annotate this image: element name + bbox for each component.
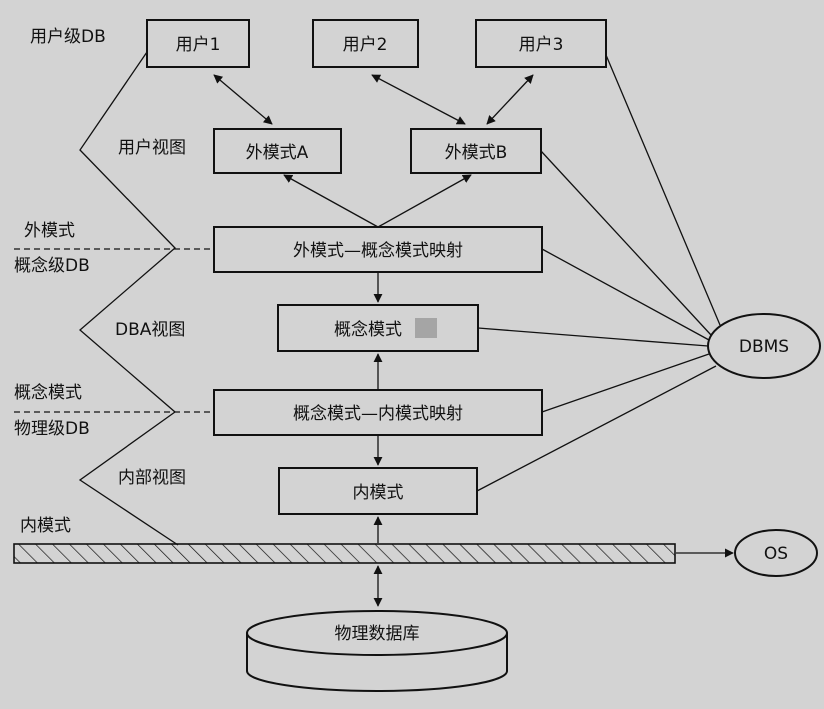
line-map2-dbms bbox=[541, 353, 710, 413]
level-boundary-zigzag bbox=[78, 51, 179, 546]
dba-view-label: DBA视图 bbox=[115, 320, 185, 340]
internal-view-label: 内部视图 bbox=[118, 468, 186, 488]
conceptual-schema-label: 概念模式 bbox=[334, 319, 402, 340]
external-schema-a-label: 外模式A bbox=[246, 143, 309, 163]
external-schema-b-box: 外模式B bbox=[410, 128, 542, 174]
external-schema-label: 外模式 bbox=[24, 221, 75, 241]
external-conceptual-mapping-label: 外模式—概念模式映射 bbox=[293, 240, 463, 261]
smudge-mark bbox=[415, 318, 437, 338]
line-user3-dbms bbox=[605, 54, 721, 326]
line-map1-dbms bbox=[541, 248, 710, 341]
user3-label: 用户3 bbox=[519, 35, 564, 55]
conceptual-internal-mapping-label: 概念模式—内模式映射 bbox=[293, 403, 463, 424]
conceptual-schema-box: 概念模式 bbox=[277, 304, 479, 352]
conceptual-internal-mapping-box: 概念模式—内模式映射 bbox=[213, 389, 543, 436]
user-view-label: 用户视图 bbox=[118, 138, 186, 158]
arrow-map1-extb bbox=[377, 174, 472, 228]
line-extb-dbms bbox=[540, 150, 712, 336]
dbms-ellipse: DBMS bbox=[707, 313, 821, 379]
line-conceptual-dbms bbox=[477, 327, 709, 347]
user3-box: 用户3 bbox=[475, 19, 607, 68]
arrow-user3-extb bbox=[486, 74, 534, 125]
internal-schema-label: 内模式 bbox=[353, 483, 404, 503]
user1-box: 用户1 bbox=[146, 19, 250, 68]
external-schema-a-box: 外模式A bbox=[213, 128, 342, 174]
arrow-user1-exta bbox=[213, 74, 273, 125]
physical-database-label: 物理数据库 bbox=[335, 624, 420, 644]
physical-database-cylinder: 物理数据库 bbox=[246, 610, 508, 692]
internal-schema-box: 内模式 bbox=[278, 467, 478, 515]
physical-level-db-label: 物理级DB bbox=[14, 419, 90, 439]
arrow-map1-exta bbox=[283, 174, 379, 228]
conceptual-schema-side-label: 概念模式 bbox=[14, 382, 82, 403]
os-label: OS bbox=[764, 544, 788, 564]
user2-label: 用户2 bbox=[343, 35, 388, 55]
user2-box: 用户2 bbox=[312, 19, 419, 68]
user-level-db-label: 用户级DB bbox=[30, 27, 106, 47]
internal-schema-side-label: 内模式 bbox=[20, 516, 71, 536]
conceptual-level-db-label: 概念级DB bbox=[14, 255, 90, 276]
external-schema-b-label: 外模式B bbox=[445, 143, 508, 163]
line-internal-dbms bbox=[476, 365, 717, 492]
dbms-label: DBMS bbox=[739, 337, 789, 357]
arrow-user2-extb bbox=[371, 74, 466, 125]
user1-label: 用户1 bbox=[176, 35, 221, 55]
storage-hatched-bar bbox=[13, 543, 676, 564]
os-ellipse: OS bbox=[734, 529, 818, 577]
external-conceptual-mapping-box: 外模式—概念模式映射 bbox=[213, 226, 543, 273]
